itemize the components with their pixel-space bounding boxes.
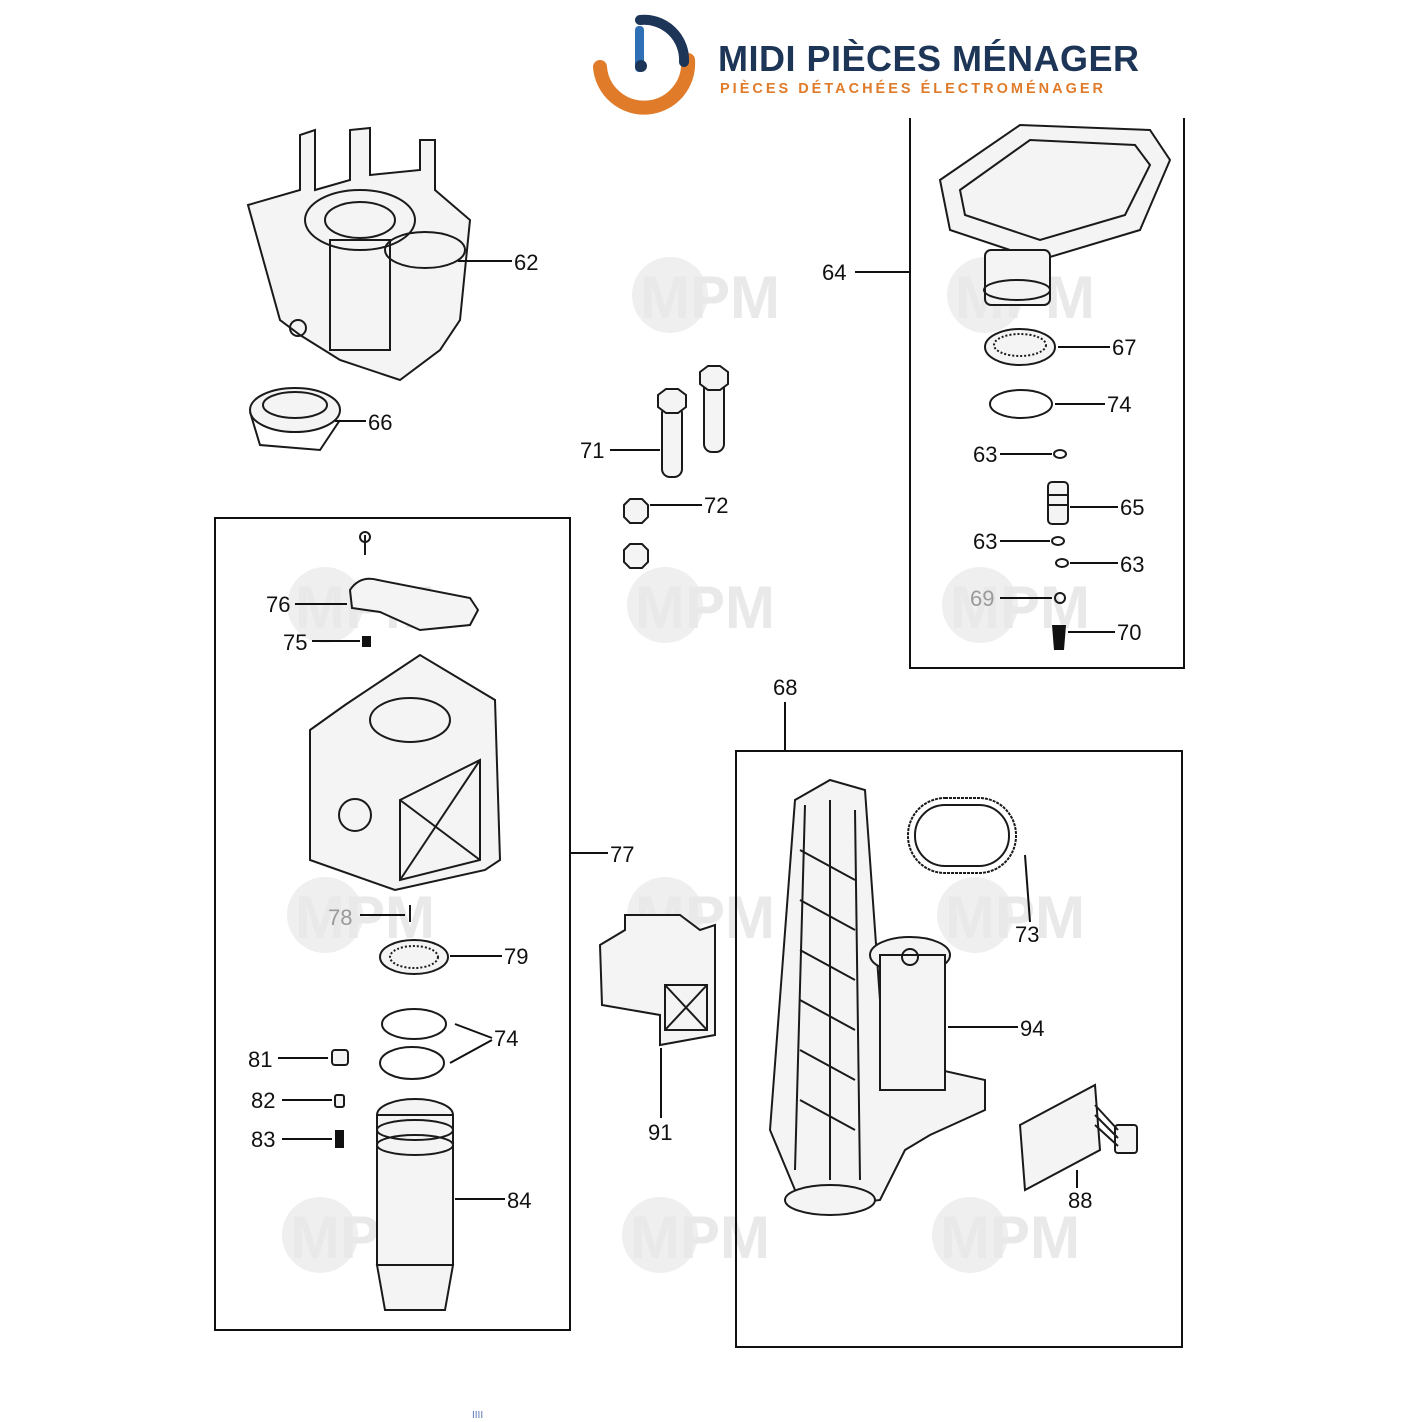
label-63-b: 63 bbox=[973, 529, 997, 554]
label-84: 84 bbox=[507, 1188, 531, 1213]
group-box-77 bbox=[214, 517, 571, 1331]
part-81-nut bbox=[331, 1049, 349, 1066]
label-81: 81 bbox=[248, 1047, 272, 1072]
part-83-spring bbox=[335, 1130, 344, 1148]
brand-logo-icon bbox=[593, 14, 696, 115]
group-box-68 bbox=[735, 750, 1183, 1348]
part-74-oring-lower-a bbox=[381, 1008, 447, 1040]
svg-text:MPM: MPM bbox=[630, 1204, 770, 1271]
part-72-gears bbox=[623, 498, 649, 569]
watermark-11: MPM bbox=[622, 1197, 770, 1273]
label-69: 69 bbox=[970, 586, 994, 611]
label-74-lower: 74 bbox=[494, 1026, 518, 1051]
label-73: 73 bbox=[1015, 922, 1039, 947]
svg-text:MPM: MPM bbox=[640, 264, 780, 331]
label-78: 78 bbox=[328, 905, 352, 930]
part-62-brew-head bbox=[246, 126, 472, 382]
part-67-filter bbox=[984, 328, 1056, 366]
part-84-cylinder bbox=[375, 1098, 455, 1311]
label-63-c: 63 bbox=[1120, 552, 1144, 577]
label-83: 83 bbox=[251, 1127, 275, 1152]
label-79: 79 bbox=[504, 944, 528, 969]
part-66-gasket bbox=[249, 387, 341, 452]
label-72: 72 bbox=[704, 493, 728, 518]
label-64: 64 bbox=[822, 260, 846, 285]
label-62: 62 bbox=[514, 250, 538, 275]
label-74-upper: 74 bbox=[1107, 392, 1131, 417]
part-64-upper-piston bbox=[938, 123, 1172, 306]
part-73-belt bbox=[907, 797, 1017, 874]
watermark-5: MPM bbox=[627, 567, 775, 643]
label-65: 65 bbox=[1120, 495, 1144, 520]
part-77-brew-unit-body bbox=[309, 653, 502, 892]
label-77: 77 bbox=[610, 842, 634, 867]
part-88-circuit-board bbox=[1018, 1083, 1138, 1192]
label-63-a: 63 bbox=[973, 442, 997, 467]
part-76-lever bbox=[348, 531, 480, 632]
svg-text:MPM: MPM bbox=[945, 884, 1085, 951]
watermark-6: MPM bbox=[942, 567, 1090, 643]
part-74-oring-upper bbox=[989, 389, 1053, 419]
part-79-filter bbox=[379, 939, 449, 975]
part-75-pin bbox=[362, 636, 371, 647]
group-box-64 bbox=[909, 118, 1185, 669]
brand-name: MIDI PIÈCES MÉNAGER bbox=[718, 38, 1140, 79]
watermark-12: MPM bbox=[932, 1197, 1080, 1273]
part-71-pins bbox=[657, 365, 729, 478]
watermark-7: MPM bbox=[287, 877, 435, 953]
brand-tagline: PIÈCES DÉTACHÉES ÉLECTROMÉNAGER bbox=[720, 81, 1106, 97]
svg-text:MPM: MPM bbox=[940, 1204, 1080, 1271]
label-88: 88 bbox=[1068, 1188, 1092, 1213]
label-67: 67 bbox=[1112, 335, 1136, 360]
label-82: 82 bbox=[251, 1088, 275, 1113]
footer-mark: IIII bbox=[472, 1410, 483, 1421]
label-94: 94 bbox=[1020, 1016, 1044, 1041]
part-63-oring-c bbox=[1055, 558, 1069, 568]
label-75: 75 bbox=[283, 630, 307, 655]
part-68-frame bbox=[768, 778, 986, 1216]
part-91-bracket bbox=[598, 914, 716, 1047]
label-76: 76 bbox=[266, 592, 290, 617]
part-63-oring-a bbox=[1053, 449, 1067, 459]
part-63-oring-b bbox=[1051, 536, 1065, 546]
part-82-pin bbox=[334, 1094, 345, 1108]
svg-text:MPM: MPM bbox=[635, 574, 775, 641]
part-70-spring bbox=[1052, 625, 1066, 650]
watermark-9: MPM bbox=[937, 877, 1085, 953]
part-74-oring-lower-b bbox=[379, 1046, 445, 1080]
label-91: 91 bbox=[648, 1120, 672, 1145]
svg-text:MPM: MPM bbox=[950, 574, 1090, 641]
label-71: 71 bbox=[580, 438, 604, 463]
part-65-valve bbox=[1047, 481, 1069, 525]
label-66: 66 bbox=[368, 410, 392, 435]
part-94-motor bbox=[869, 936, 951, 1091]
part-69-ball bbox=[1054, 592, 1066, 604]
label-70: 70 bbox=[1117, 620, 1141, 645]
watermark-2: MPM bbox=[632, 257, 780, 333]
label-68: 68 bbox=[773, 675, 797, 700]
